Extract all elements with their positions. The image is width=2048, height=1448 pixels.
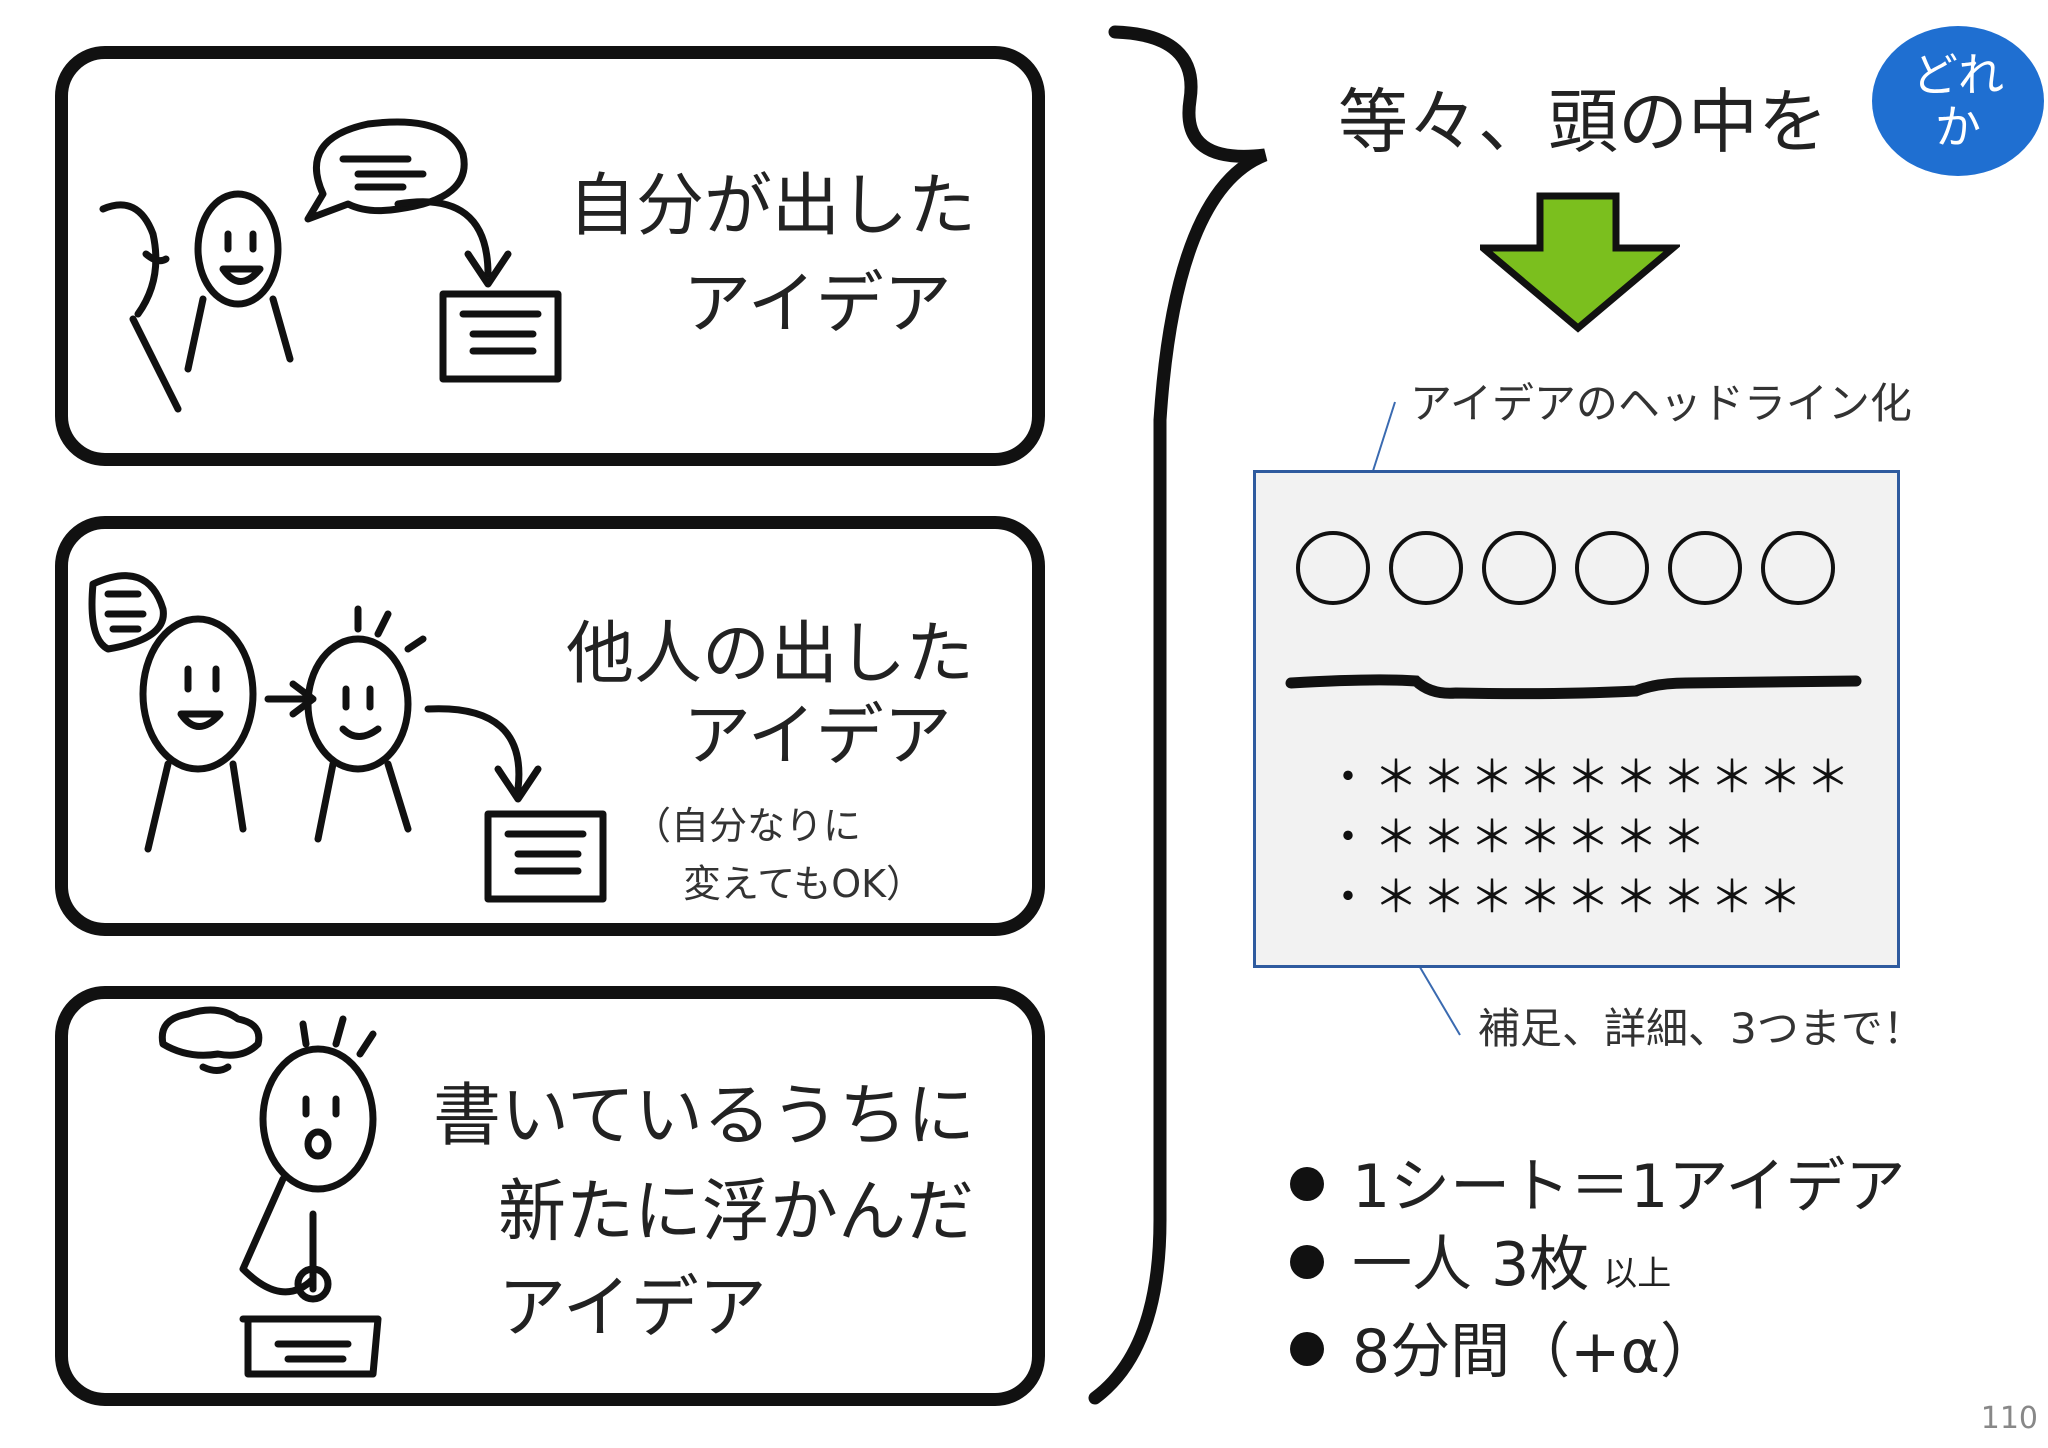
rule-small-text: 以上 [1603,1254,1672,1294]
rule-item: 8分間（+α） [1290,1313,1905,1391]
panel-1-line1: 自分が出した [568,167,977,246]
details-note: 補足、詳細、3つまで！ [1478,1004,1925,1053]
headline-circle [1668,531,1742,605]
detail-row: ・＊＊＊＊＊＊＊＊＊ [1326,872,1806,923]
rule-text: 一人 3枚 [1352,1230,1590,1300]
new-idea-sketch [158,1006,382,1378]
page-title: 等々、頭の中を [1338,81,1828,163]
badge-line1: どれ [1912,48,2004,102]
panel-own-ideas: 自分が出した アイデア [55,46,1045,466]
panel-3-line1: 書いているうちに [433,1077,975,1156]
rule-item: 一人 3枚 以上 [1290,1226,1905,1313]
bullet-dot-icon [1290,1332,1324,1366]
curly-brace [1088,25,1268,1405]
headline-circle [1761,531,1835,605]
detail-rows: ・＊＊＊＊＊＊＊＊＊＊ ・＊＊＊＊＊＊＊ ・＊＊＊＊＊＊＊＊＊ [1326,748,1854,928]
headline-circles [1296,531,1835,605]
rule-text: 1シート＝1アイデア [1352,1152,1906,1222]
rules-list: 1シート＝1アイデア 一人 3枚 以上 8分間（+α） [1290,1148,1905,1391]
down-arrow-icon [1480,192,1680,333]
panel-3-line2: 新たに浮かんだ [498,1173,975,1252]
others-idea-sketch [88,572,607,903]
panel-new-ideas: 書いているうちに 新たに浮かんだ アイデア [55,986,1045,1406]
rule-text: 8分間（+α） [1352,1317,1720,1387]
headline-circle [1482,531,1556,605]
separator-line [1285,674,1862,700]
headline-note: アイデアのヘッドライン化 [1410,379,1912,428]
badge-line2: か [1935,100,1981,154]
panel-others-ideas: 他人の出した アイデア （自分なりに 変えてもOK） [55,516,1045,936]
page-number: 110 [1980,1401,2038,1436]
panel-1-line2: アイデア [683,265,952,344]
headline-circle [1296,531,1370,605]
rule-item: 1シート＝1アイデア [1290,1148,1905,1226]
which-badge: どれ か [1872,26,2044,176]
bullet-dot-icon [1290,1245,1324,1279]
panel-2-line1: 他人の出した [566,615,975,694]
headline-circle [1389,531,1463,605]
bullet-dot-icon [1290,1167,1324,1201]
panel-2-sub2: 変えてもOK） [683,862,925,906]
detail-row: ・＊＊＊＊＊＊＊＊＊＊ [1326,752,1854,803]
idea-sheet: ・＊＊＊＊＊＊＊＊＊＊ ・＊＊＊＊＊＊＊ ・＊＊＊＊＊＊＊＊＊ [1253,470,1900,968]
headline-circle [1575,531,1649,605]
own-idea-sketch [99,118,562,413]
detail-row: ・＊＊＊＊＊＊＊ [1326,812,1710,863]
panel-2-line2: アイデア [683,697,952,776]
panel-3-line3: アイデア [498,1269,767,1348]
panel-2-sub1: （自分なりに [633,804,862,848]
